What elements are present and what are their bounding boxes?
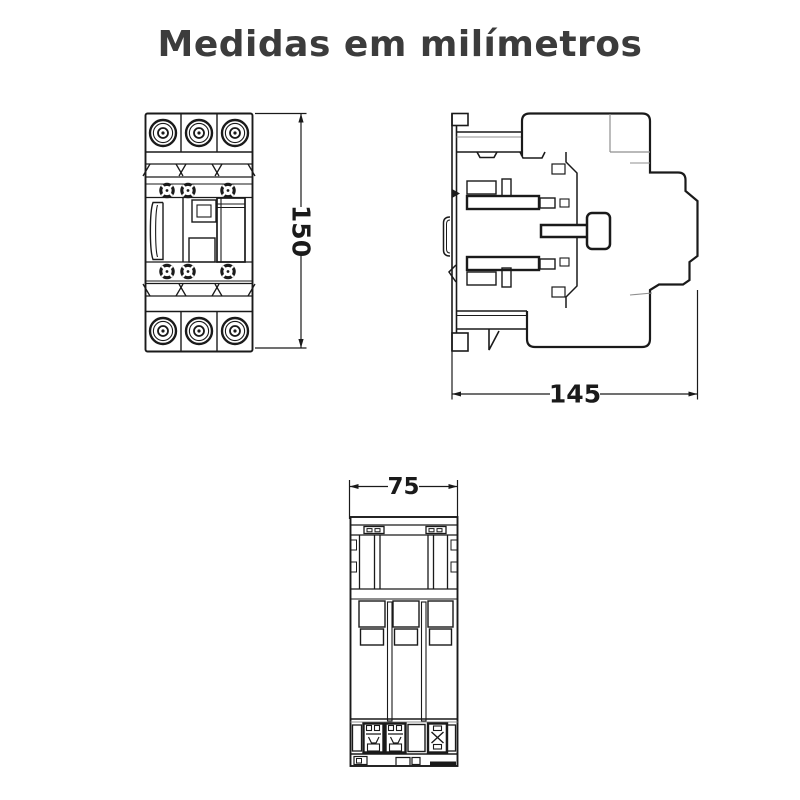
side-main-body-outline bbox=[520, 112, 699, 349]
contact-stack bbox=[392, 600, 420, 646]
side-top-band bbox=[456, 131, 546, 159]
front-curved-strip bbox=[149, 201, 164, 261]
front-lower-notch-band bbox=[142, 282, 256, 297]
terminal-block-4 bbox=[426, 722, 449, 754]
front-lower-box bbox=[188, 237, 216, 263]
top-cap-band bbox=[350, 524, 458, 536]
top-body-outline bbox=[349, 516, 459, 767]
front-lower-aux-screws bbox=[145, 261, 253, 282]
top-footer-strip bbox=[353, 755, 456, 766]
front-upper-aux-screws bbox=[145, 182, 253, 199]
front-middle-section bbox=[149, 197, 246, 263]
front-view-drawing: 150 bbox=[142, 112, 316, 353]
contact-stack bbox=[358, 600, 386, 646]
front-body-outline bbox=[144, 112, 254, 353]
front-upper-notch-band bbox=[142, 163, 256, 178]
vertical-slot bbox=[386, 601, 393, 722]
side-foot-leg bbox=[488, 329, 500, 351]
top-upper-section bbox=[350, 535, 458, 600]
front-switch bbox=[216, 197, 246, 263]
dimension-height-label: 150 bbox=[287, 205, 316, 257]
top-terminal-row bbox=[350, 718, 458, 755]
side-view-drawing: 145 bbox=[442, 112, 699, 406]
height-dimension: 150 bbox=[255, 112, 316, 349]
terminal-block-2 bbox=[384, 722, 407, 754]
dimension-width-label: 75 bbox=[387, 474, 419, 500]
side-rail-strip bbox=[451, 112, 469, 352]
side-bottom-left-band bbox=[456, 310, 527, 351]
page-title: Medidas em milímetros bbox=[157, 24, 643, 65]
contact-stack bbox=[427, 600, 454, 646]
side-din-rail-clip bbox=[442, 189, 460, 283]
front-bottom-terminal-section bbox=[145, 310, 253, 352]
side-lower-arm bbox=[465, 255, 570, 298]
front-top-terminal-section bbox=[145, 113, 253, 153]
side-upper-arm bbox=[465, 163, 570, 211]
top-contact-stacks bbox=[358, 600, 454, 722]
side-coil-handle bbox=[539, 211, 612, 251]
depth-dimension: 145 bbox=[451, 290, 699, 406]
dimension-depth-label: 145 bbox=[549, 380, 601, 406]
vertical-slot bbox=[420, 601, 427, 722]
front-label-window bbox=[191, 199, 217, 223]
width-dimension: 75 bbox=[348, 474, 459, 519]
terminal-block-1 bbox=[362, 722, 385, 754]
top-slot-plate-left bbox=[363, 525, 385, 535]
top-view-drawing: 75 bbox=[348, 474, 459, 767]
top-slot-plate-right bbox=[425, 525, 447, 535]
terminal-block-3 bbox=[407, 723, 426, 753]
